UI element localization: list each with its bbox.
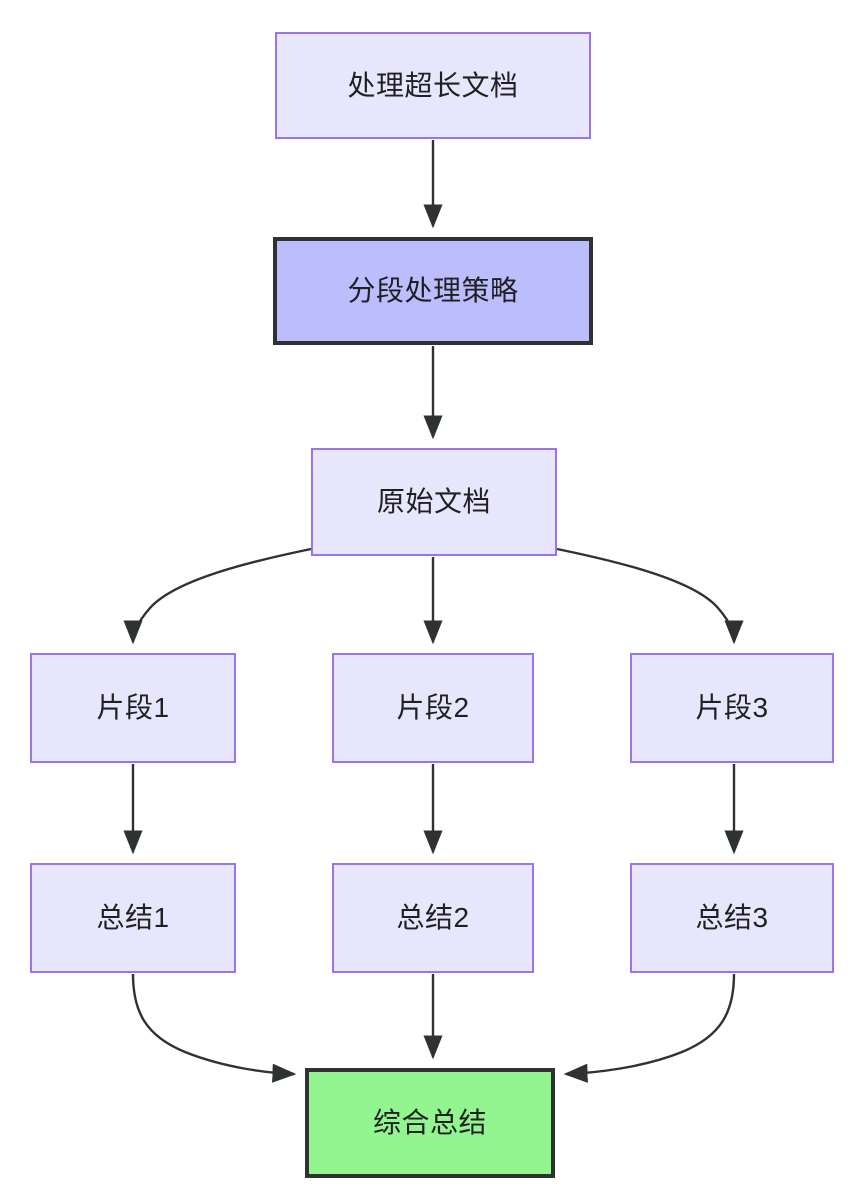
node-final-summary[interactable]: 综合总结 [305,1068,555,1178]
edge-source-to-chunk3 [556,547,744,645]
node-label: 总结1 [96,902,170,934]
node-label: 分段处理策略 [347,275,519,307]
node-label: 原始文档 [376,486,491,518]
node-label: 片段2 [396,692,470,724]
node-summary-1[interactable]: 总结1 [30,863,236,973]
node-label: 片段1 [96,692,170,724]
node-label: 片段3 [695,692,769,724]
edge-summary3-to-final [563,973,736,1083]
node-label: 处理超长文档 [347,69,519,101]
node-label: 综合总结 [372,1107,487,1139]
node-process-long-document[interactable]: 处理超长文档 [275,32,591,139]
node-chunking-strategy[interactable]: 分段处理策略 [273,237,593,345]
node-source-document[interactable]: 原始文档 [311,448,557,556]
node-summary-3[interactable]: 总结3 [630,863,834,973]
node-label: 总结2 [396,902,470,934]
node-chunk-3[interactable]: 片段3 [630,653,834,763]
node-chunk-2[interactable]: 片段2 [332,653,534,763]
node-summary-2[interactable]: 总结2 [332,863,534,973]
edge-source-to-chunk1 [123,547,312,645]
edge-summary1-to-final [131,973,297,1083]
node-chunk-1[interactable]: 片段1 [30,653,236,763]
node-label: 总结3 [695,902,769,934]
